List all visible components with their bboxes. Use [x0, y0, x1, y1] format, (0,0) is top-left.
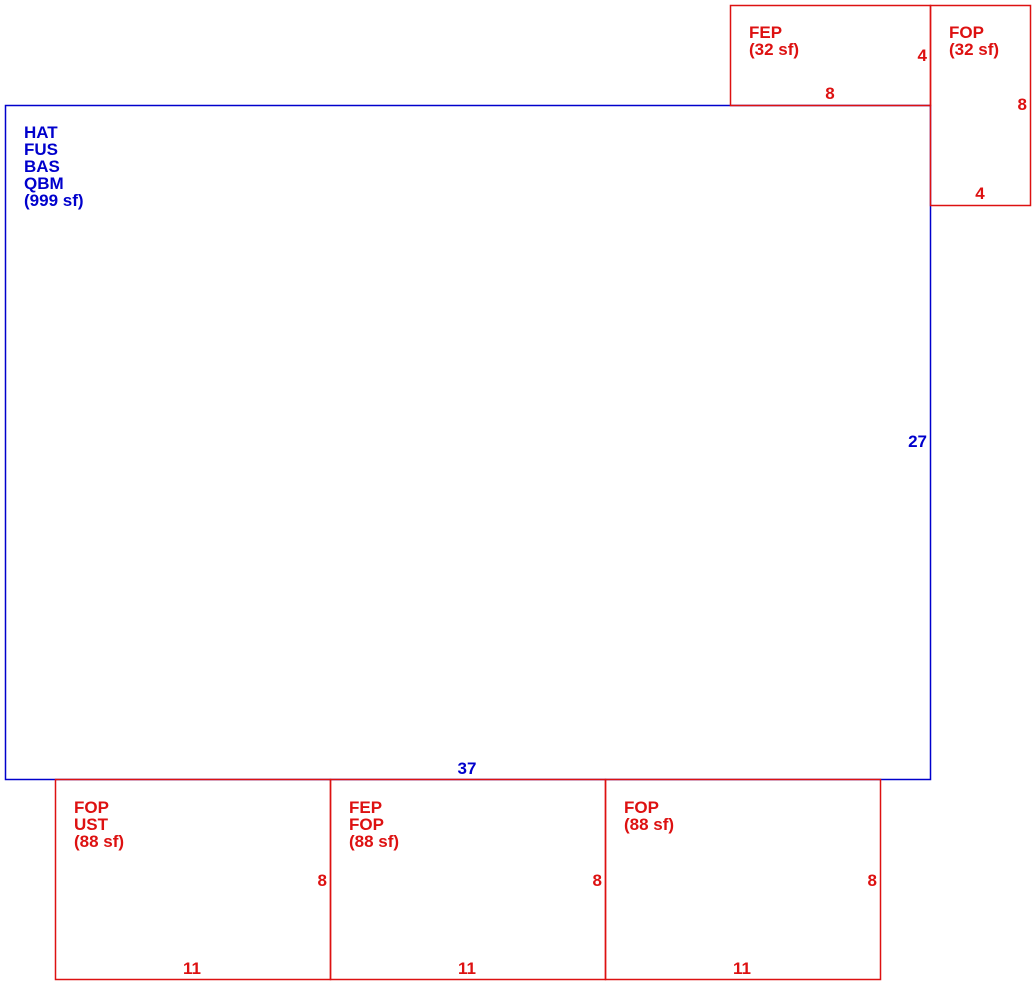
- main-area-sqft: (999 sf): [24, 191, 84, 210]
- bottom-left-dim-bottom: 11: [183, 959, 201, 978]
- top-fep-dim-right: 4: [918, 46, 928, 65]
- top-fop-dim-bottom: 4: [975, 184, 985, 203]
- bottom-right-dim-right: 8: [868, 871, 877, 890]
- bottom-middle-sqft: (88 sf): [349, 832, 399, 851]
- main-area-code: QBM: [24, 174, 64, 193]
- main-area-code: FUS: [24, 140, 58, 159]
- bottom-middle-dim-right: 8: [593, 871, 602, 890]
- bottom-middle-code: FEP: [349, 798, 382, 817]
- bottom-right-code: FOP: [624, 798, 659, 817]
- bottom-right-sqft: (88 sf): [624, 815, 674, 834]
- bottom-left-code: UST: [74, 815, 109, 834]
- top-fop-dim-right: 8: [1018, 95, 1027, 114]
- bottom-right-outline: [604, 778, 882, 981]
- top-fop-area: FOP (32 sf) 8 4: [929, 4, 1032, 207]
- main-area-dim-bottom: 37: [458, 759, 477, 778]
- main-area-code: BAS: [24, 157, 60, 176]
- top-fep-area: FEP (32 sf) 4 8: [729, 4, 932, 107]
- top-fop-sqft: (32 sf): [949, 40, 999, 59]
- bottom-right-dim-bottom: 11: [733, 959, 751, 978]
- main-area-dim-right: 27: [908, 432, 927, 451]
- main-area: HAT FUS BAS QBM (999 sf) 27 37: [4, 104, 932, 781]
- main-area-outline: [4, 104, 932, 781]
- top-fep-dim-bottom: 8: [825, 84, 834, 103]
- bottom-middle-dim-bottom: 11: [458, 959, 476, 978]
- top-fep-code: FEP: [749, 23, 782, 42]
- bottom-left-area: FOP UST (88 sf) 8 11: [54, 778, 332, 981]
- bottom-right-area: FOP (88 sf) 8 11: [604, 778, 882, 981]
- bottom-left-code: FOP: [74, 798, 109, 817]
- top-fop-code: FOP: [949, 23, 984, 42]
- bottom-middle-code: FOP: [349, 815, 384, 834]
- top-fep-sqft: (32 sf): [749, 40, 799, 59]
- top-fop-outline: [929, 4, 1032, 207]
- bottom-left-dim-right: 8: [318, 871, 327, 890]
- main-area-code: HAT: [24, 123, 58, 142]
- bottom-left-sqft: (88 sf): [74, 832, 124, 851]
- bottom-middle-area: FEP FOP (88 sf) 8 11: [329, 778, 607, 981]
